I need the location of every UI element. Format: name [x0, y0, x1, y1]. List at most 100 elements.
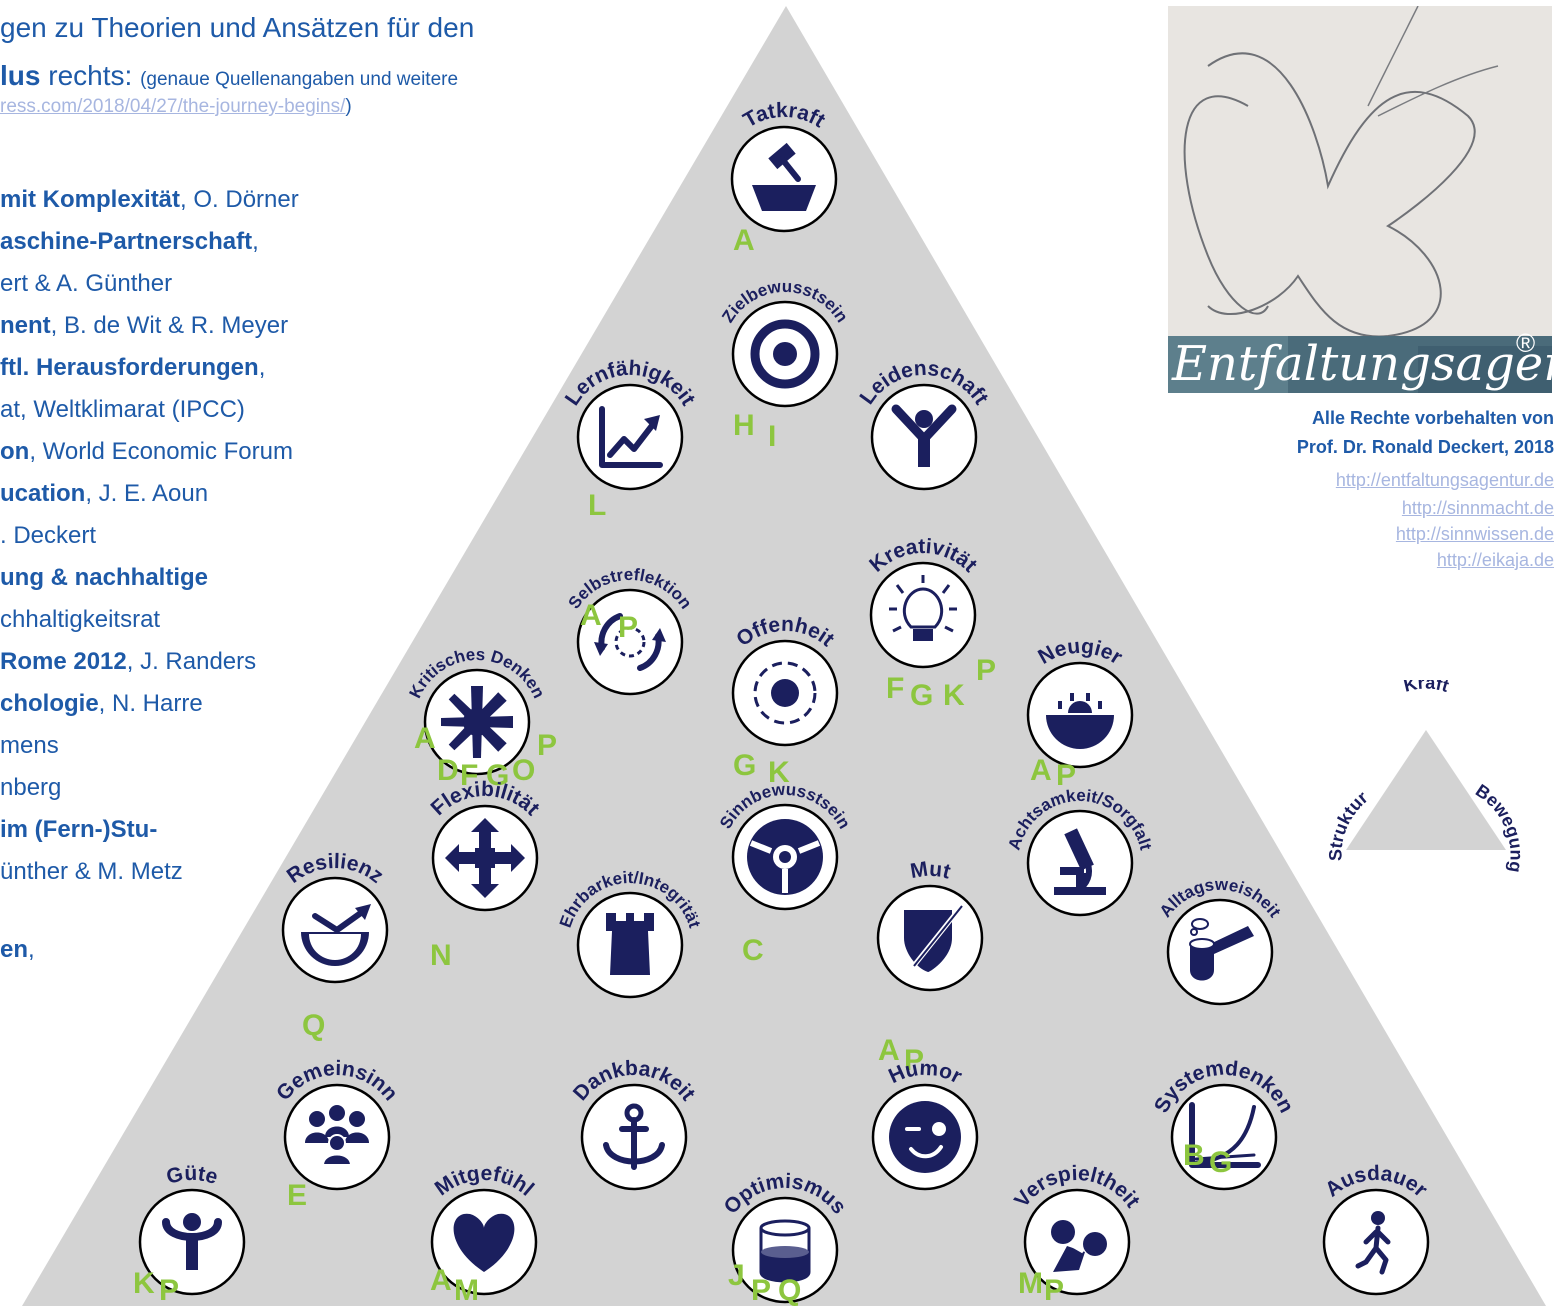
theory-letter: P: [1056, 759, 1076, 792]
steering-wheel-icon: [747, 819, 823, 895]
winking-face-icon: [889, 1101, 961, 1173]
theory-letter: G: [1209, 1146, 1232, 1179]
theory-letter: A: [733, 224, 755, 257]
theory-letter: Q: [778, 1274, 801, 1307]
reference-line: ünther & M. Metz: [0, 858, 183, 886]
reference-author: mens: [0, 732, 59, 759]
reference-line: ftl. Herausforderungen,: [0, 354, 265, 382]
theory-letter: G: [910, 679, 933, 712]
reference-title: ftl. Herausforderungen: [0, 354, 259, 381]
open-arms-person-icon: [162, 1213, 222, 1270]
virtue-item: Ausdauer: [1321, 1162, 1432, 1296]
theory-letter: P: [976, 654, 996, 687]
theory-letter: I: [768, 420, 776, 453]
theory-letter: P: [618, 611, 638, 644]
theory-letter: P: [904, 1044, 924, 1077]
theory-letter: C: [742, 934, 764, 967]
reference-line: on, World Economic Forum: [0, 438, 293, 466]
reference-line: . Deckert: [0, 522, 96, 550]
virtue-icon-circle: [576, 588, 684, 696]
reference-author: , J. Randers: [126, 648, 257, 675]
theory-letter: E: [287, 1179, 307, 1212]
theory-letter: H: [733, 409, 755, 442]
reference-line: nberg: [0, 774, 61, 802]
theory-letter: J: [728, 1259, 745, 1292]
intro-line-2: lus rechts: (genaue Quellenangaben und w…: [0, 60, 458, 92]
reference-line: aschine-Partnerschaft,: [0, 228, 259, 256]
rights-line-2: Prof. Dr. Ronald Deckert, 2018: [1296, 437, 1554, 457]
curve-graph-icon: [1189, 1102, 1261, 1168]
reference-author: chhaltigkeitsrat: [0, 606, 161, 633]
group-icon: [305, 1105, 369, 1166]
virtue-icon-circle: [576, 383, 684, 491]
butterfly-photo: Entfaltungsagentur ®: [1168, 6, 1552, 393]
theory-letter: P: [1044, 1274, 1064, 1307]
virtue-icon-circle: [1166, 898, 1274, 1006]
reference-title: mit Komplexität: [0, 186, 181, 213]
butterfly-drawing: [1168, 6, 1552, 393]
reference-title: en: [0, 936, 29, 963]
target-icon: [750, 319, 820, 389]
intro-line-1: gen zu Theorien und Ansätzen für den: [0, 12, 475, 43]
theory-letter: P: [751, 1274, 771, 1307]
reference-title: on: [0, 438, 30, 465]
theory-letter: O: [512, 754, 535, 787]
virtue-label: Güte: [164, 1162, 221, 1189]
four-way-arrow-icon: [445, 818, 525, 898]
theory-letter: B: [1183, 1139, 1205, 1172]
half-full-glass-icon: [759, 1219, 811, 1283]
theory-letter: K: [768, 756, 790, 789]
open-circle-icon: [753, 661, 817, 725]
reference-line: mens: [0, 732, 59, 760]
anchor-icon: [603, 1103, 665, 1170]
intro-line-3-end: ): [345, 96, 352, 117]
link-eikaja[interactable]: http://eikaja.de: [1436, 550, 1554, 570]
blog-link[interactable]: ress.com/2018/04/27/the-journey-begins/: [0, 96, 346, 117]
reference-line: chologie, N. Harre: [0, 690, 203, 718]
reference-author: , World Economic Forum: [29, 438, 293, 465]
growth-chart-icon: [599, 406, 663, 468]
intro-line-3: ress.com/2018/04/27/the-journey-begins/): [0, 96, 352, 118]
reference-title: nent: [0, 312, 51, 339]
virtue-icon-circle: [730, 125, 838, 233]
mini-label-top: Kraft: [1402, 680, 1452, 696]
theory-letter: P: [537, 729, 557, 762]
reference-line: mit Komplexität, O. Dörner: [0, 186, 299, 214]
reference-title: chologie: [0, 690, 99, 717]
reference-line: at, Weltklimarat (IPCC): [0, 396, 245, 424]
brand-logo-text: Entfaltungsagentur: [1172, 336, 1552, 392]
theory-letter: A: [878, 1034, 900, 1067]
reference-author: ,: [28, 936, 35, 963]
theory-letter: F: [886, 672, 904, 705]
reference-author: ,: [258, 354, 266, 381]
link-sinnwissen[interactable]: http://sinnwissen.de: [1395, 524, 1554, 544]
theory-letter: K: [133, 1267, 155, 1300]
theory-letter: D: [437, 754, 459, 787]
link-entfaltungsagentur[interactable]: http://entfaltungsagentur.de: [1335, 470, 1554, 490]
theory-letter: A: [580, 599, 602, 632]
virtue-item: Humor: [871, 1057, 979, 1191]
theory-letter: L: [588, 489, 606, 522]
registered-mark: ®: [1516, 328, 1536, 358]
reference-line: im (Fern-)Stu-: [0, 816, 157, 844]
theory-letter: M: [1018, 1267, 1043, 1300]
shield-sword-icon: [904, 905, 963, 972]
intro-line-2-small: (genaue Quellenangaben und weitere: [140, 69, 459, 90]
reference-title: ucation: [0, 480, 86, 507]
link-sinnmacht[interactable]: http://sinnmacht.de: [1401, 498, 1554, 518]
reference-author: , N. Harre: [98, 690, 203, 717]
reference-author: , J. E. Aoun: [85, 480, 209, 507]
theory-letter: A: [430, 1264, 452, 1297]
reference-line: chhaltigkeitsrat: [0, 606, 160, 634]
lightbulb-icon: [889, 575, 957, 641]
reference-author: , O. Dörner: [180, 186, 299, 213]
reference-title: ung & nachhaltige: [0, 564, 209, 591]
reference-author: ünther & M. Metz: [0, 858, 183, 885]
